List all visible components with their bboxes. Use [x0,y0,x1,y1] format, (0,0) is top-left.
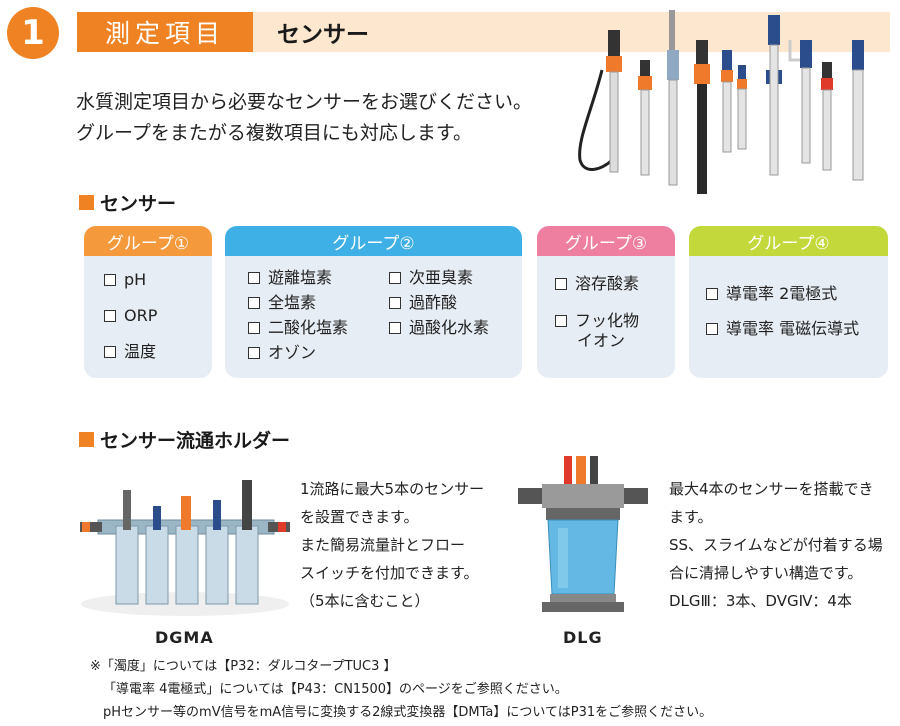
sensor-section-title: センサー [79,189,176,216]
checkbox-icon[interactable] [555,315,567,327]
footnote-conductivity: 「導電率 4電極式」については【P43：CN1500】のページをご参照ください。 [103,682,568,697]
group-4-header: グループ④ [689,226,888,256]
intro-text: 水質測定項目から必要なセンサーをお選びください。 グループをまたがる複数項目にも… [76,87,532,149]
dlg-caption: DLG [563,628,603,647]
sensor-group-2: グループ② 遊離塩素 全塩素 二酸化塩素 オゾン 次亜臭素 過酢酸 過酸化水素 [225,226,522,378]
checkbox-item-temperature[interactable]: 温度 [104,342,156,362]
checkbox-item-ozone[interactable]: オゾン [248,343,316,363]
checkbox-item-hypobromous[interactable]: 次亜臭素 [389,268,473,288]
header-tag: 測定項目 [77,12,253,52]
checkbox-icon[interactable] [706,323,718,335]
checkbox-icon[interactable] [389,297,401,309]
sensor-probe [606,30,622,173]
checkbox-icon[interactable] [104,346,116,358]
dlg-holder-image [518,456,648,612]
dgma-caption: DGMA [155,628,214,647]
group-3-header: グループ③ [537,226,675,256]
checkbox-icon[interactable] [104,274,116,286]
intro-line-2: グループをまたがる複数項目にも対応します。 [76,122,472,144]
checkbox-item-free-chlorine[interactable]: 遊離塩素 [248,268,332,288]
checkbox-item-orp[interactable]: ORP [104,306,157,326]
dgma-holder-image [80,480,290,616]
holder-section-title: センサー流通ホルダー [79,426,290,453]
checkbox-icon[interactable] [248,322,260,334]
checkbox-icon[interactable] [248,347,260,359]
checkbox-icon[interactable] [248,272,260,284]
checkbox-icon[interactable] [389,272,401,284]
checkbox-item-fluoride-ion[interactable]: フッ化物イオン [555,311,639,351]
checkbox-icon[interactable] [555,278,567,290]
group-1-header: グループ① [84,226,212,256]
group-2-header: グループ② [225,226,522,256]
checkbox-item-conductivity-electromagnetic[interactable]: 導電率 電磁伝導式 [706,319,859,339]
step-number-badge: 1 [7,7,59,59]
dgma-description: 1流路に最大5本のセンサー を設置できます。 また簡易流量計とフロー スイッチを… [300,480,485,610]
page-title: センサー [277,22,369,48]
sensor-products-image [578,10,864,194]
sensor-group-1: グループ① pH ORP 温度 [84,226,212,378]
footnotes: ※「濁度」については【P32：ダルコタープTUC3 】 「導電率 4電極式」につ… [90,655,712,724]
orange-square-icon [79,432,94,447]
orange-square-icon [79,195,94,210]
checkbox-item-conductivity-2-electrode[interactable]: 導電率 2電極式 [706,284,837,304]
checkbox-item-ph[interactable]: pH [104,270,146,290]
checkbox-item-peracetic-acid[interactable]: 過酢酸 [389,293,457,313]
intro-line-1: 水質測定項目から必要なセンサーをお選びください。 [76,91,533,113]
checkbox-icon[interactable] [706,288,718,300]
checkbox-icon[interactable] [248,297,260,309]
sensor-group-3: グループ③ 溶存酸素 フッ化物イオン [537,226,675,378]
sensor-group-4: グループ④ 導電率 2電極式 導電率 電磁伝導式 [689,226,888,378]
checkbox-item-dissolved-oxygen[interactable]: 溶存酸素 [555,274,639,294]
checkbox-item-hydrogen-peroxide[interactable]: 過酸化水素 [389,318,489,338]
checkbox-item-total-chlorine[interactable]: 全塩素 [248,293,316,313]
footnote-turbidity: ※「濁度」については【P32：ダルコタープTUC3 】 [90,659,397,674]
checkbox-icon[interactable] [104,310,116,322]
footnote-converter: pHセンサー等のmV信号をmA信号に変換する2線式変換器【DMTa】についてはP… [103,705,713,720]
dlg-description: 最大4本のセンサーを搭載でき ます。 SS、スライムなどが付着する場 合に清掃し… [669,480,883,610]
checkbox-icon[interactable] [389,322,401,334]
checkbox-item-chlorine-dioxide[interactable]: 二酸化塩素 [248,318,348,338]
